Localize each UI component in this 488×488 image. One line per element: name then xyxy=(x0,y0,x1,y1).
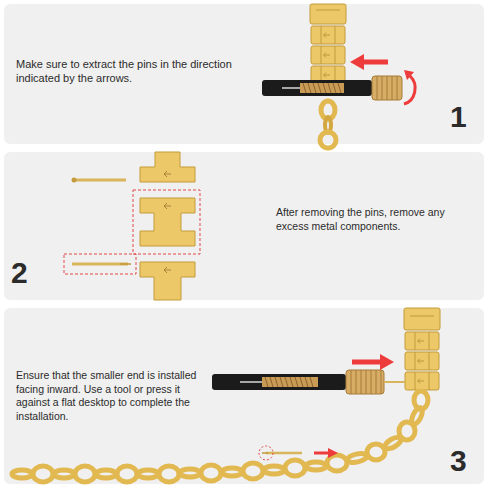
instruction-text: Make sure to extract the pins in the dir… xyxy=(16,57,252,86)
step-number: 1 xyxy=(450,102,480,132)
instruction-panel: After removing the pins, remove any exce… xyxy=(4,152,484,300)
instruction-text: Ensure that the smaller end is installed… xyxy=(16,369,208,424)
step-number: 2 xyxy=(11,258,41,288)
instruction-text: After removing the pins, remove any exce… xyxy=(276,206,476,233)
step-number: 3 xyxy=(450,446,480,476)
instruction-panel: Ensure that the smaller end is installed… xyxy=(4,308,484,484)
instruction-panel: Make sure to extract the pins in the dir… xyxy=(4,4,484,144)
